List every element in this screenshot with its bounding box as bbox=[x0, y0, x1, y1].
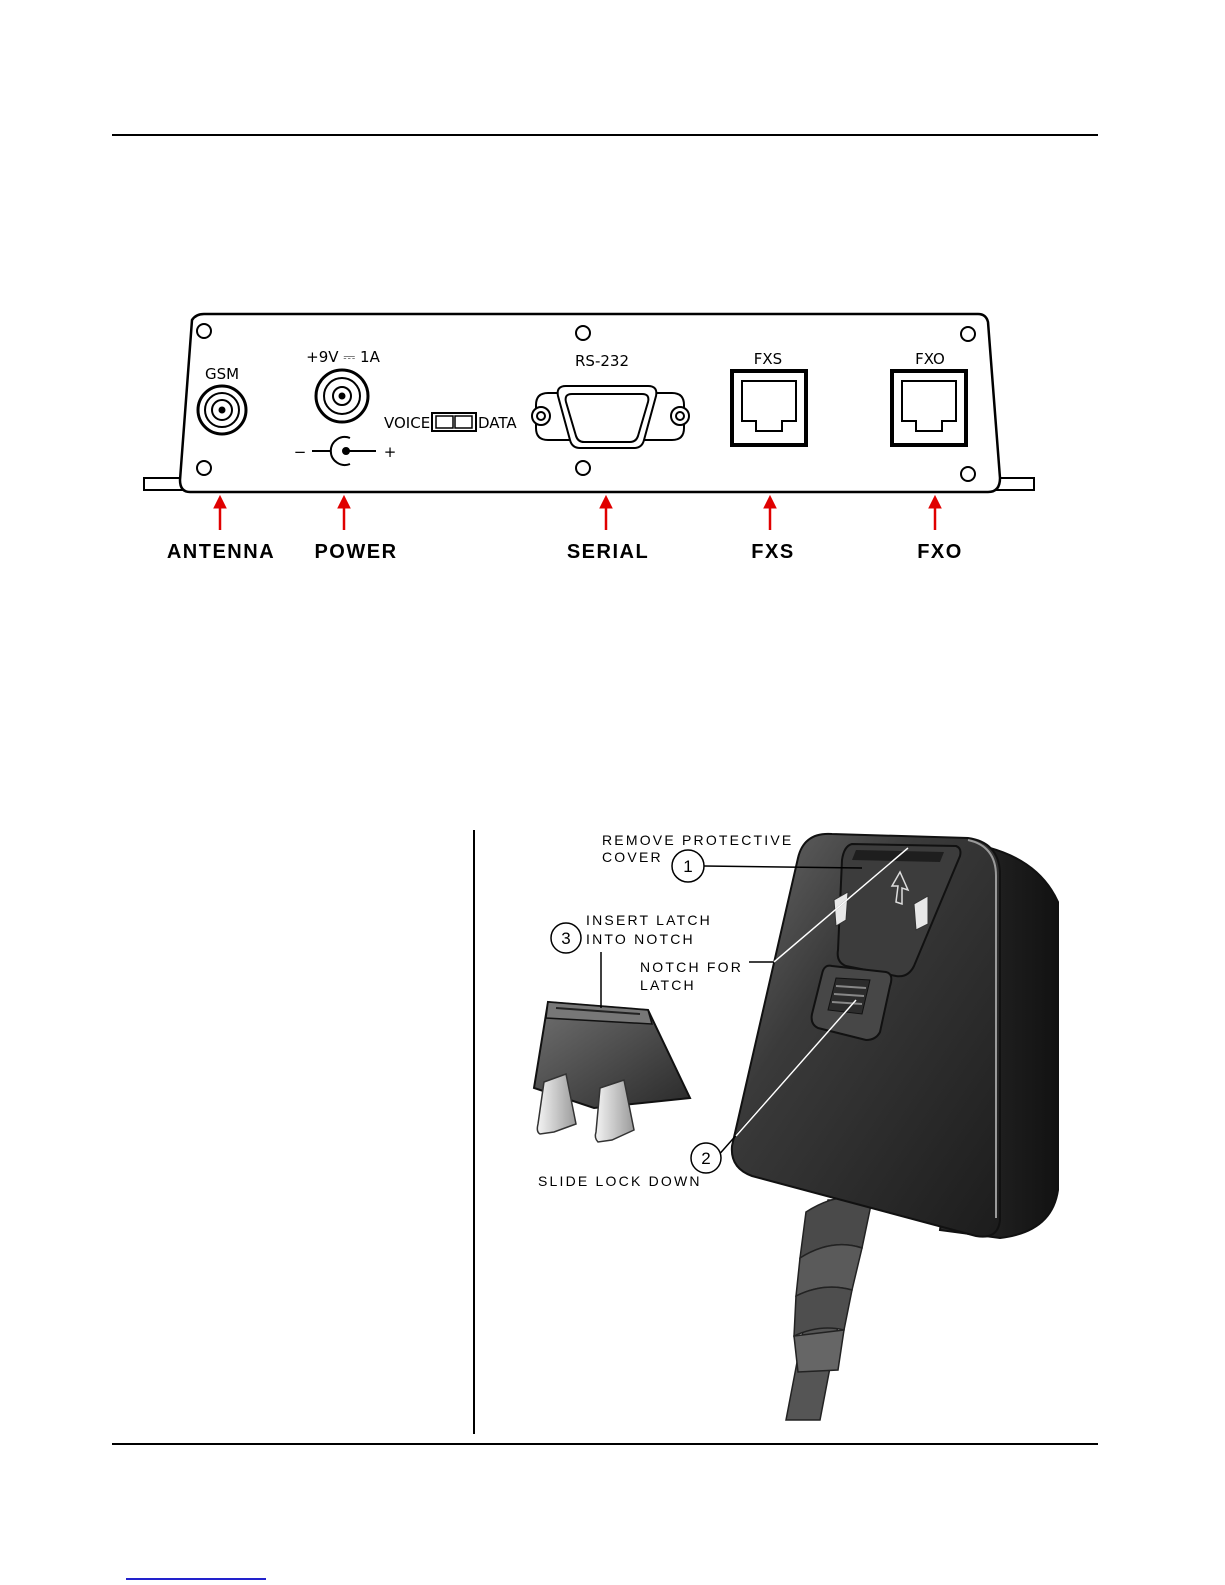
step-1-number: 1 bbox=[683, 857, 692, 876]
callout-power: POWER bbox=[314, 541, 397, 563]
fxo-mark: FXO bbox=[915, 350, 945, 368]
polarity-plus: + bbox=[384, 443, 397, 461]
callout-fxo: FXO bbox=[917, 541, 963, 563]
rs232-mark: RS-232 bbox=[575, 352, 629, 370]
callout-serial: SERIAL bbox=[567, 541, 649, 563]
plug-attachment-illustration bbox=[534, 1002, 690, 1142]
step-2-number: 2 bbox=[701, 1149, 710, 1168]
gsm-connector-icon bbox=[198, 386, 246, 434]
callout-antenna: ANTENNA bbox=[167, 541, 275, 563]
adapter-cord bbox=[786, 1197, 872, 1420]
fxo-jack-icon bbox=[892, 371, 966, 445]
power-adapter-illustration bbox=[732, 834, 1058, 1420]
callout-fxs: FXS bbox=[751, 541, 794, 563]
rear-panel: GSM +9V ⎓ 1A − + VOICE DATA RS-232 bbox=[144, 314, 1034, 563]
fxs-jack-icon bbox=[732, 371, 806, 445]
note-notch-line2: LATCH bbox=[640, 977, 696, 993]
note-remove-line1: REMOVE PROTECTIVE bbox=[602, 832, 793, 848]
voice-data-switch bbox=[432, 413, 476, 431]
gsm-mark: GSM bbox=[205, 365, 239, 383]
note-insert-line2: INTO NOTCH bbox=[586, 931, 695, 947]
note-remove-line2: COVER bbox=[602, 849, 663, 865]
fxs-mark: FXS bbox=[754, 350, 782, 368]
note-slide-lock: SLIDE LOCK DOWN bbox=[538, 1173, 702, 1189]
polarity-minus: − bbox=[294, 443, 307, 461]
note-notch-line1: NOTCH FOR bbox=[640, 959, 743, 975]
data-label: DATA bbox=[478, 414, 517, 432]
port-arrows bbox=[214, 496, 941, 530]
voice-label: VOICE bbox=[384, 414, 430, 432]
power-rating-mark: +9V ⎓ 1A bbox=[306, 348, 380, 366]
db9-connector-icon bbox=[532, 386, 689, 448]
power-jack-icon bbox=[316, 370, 368, 422]
step-3-number: 3 bbox=[561, 929, 570, 948]
note-insert-line1: INSERT LATCH bbox=[586, 912, 712, 928]
